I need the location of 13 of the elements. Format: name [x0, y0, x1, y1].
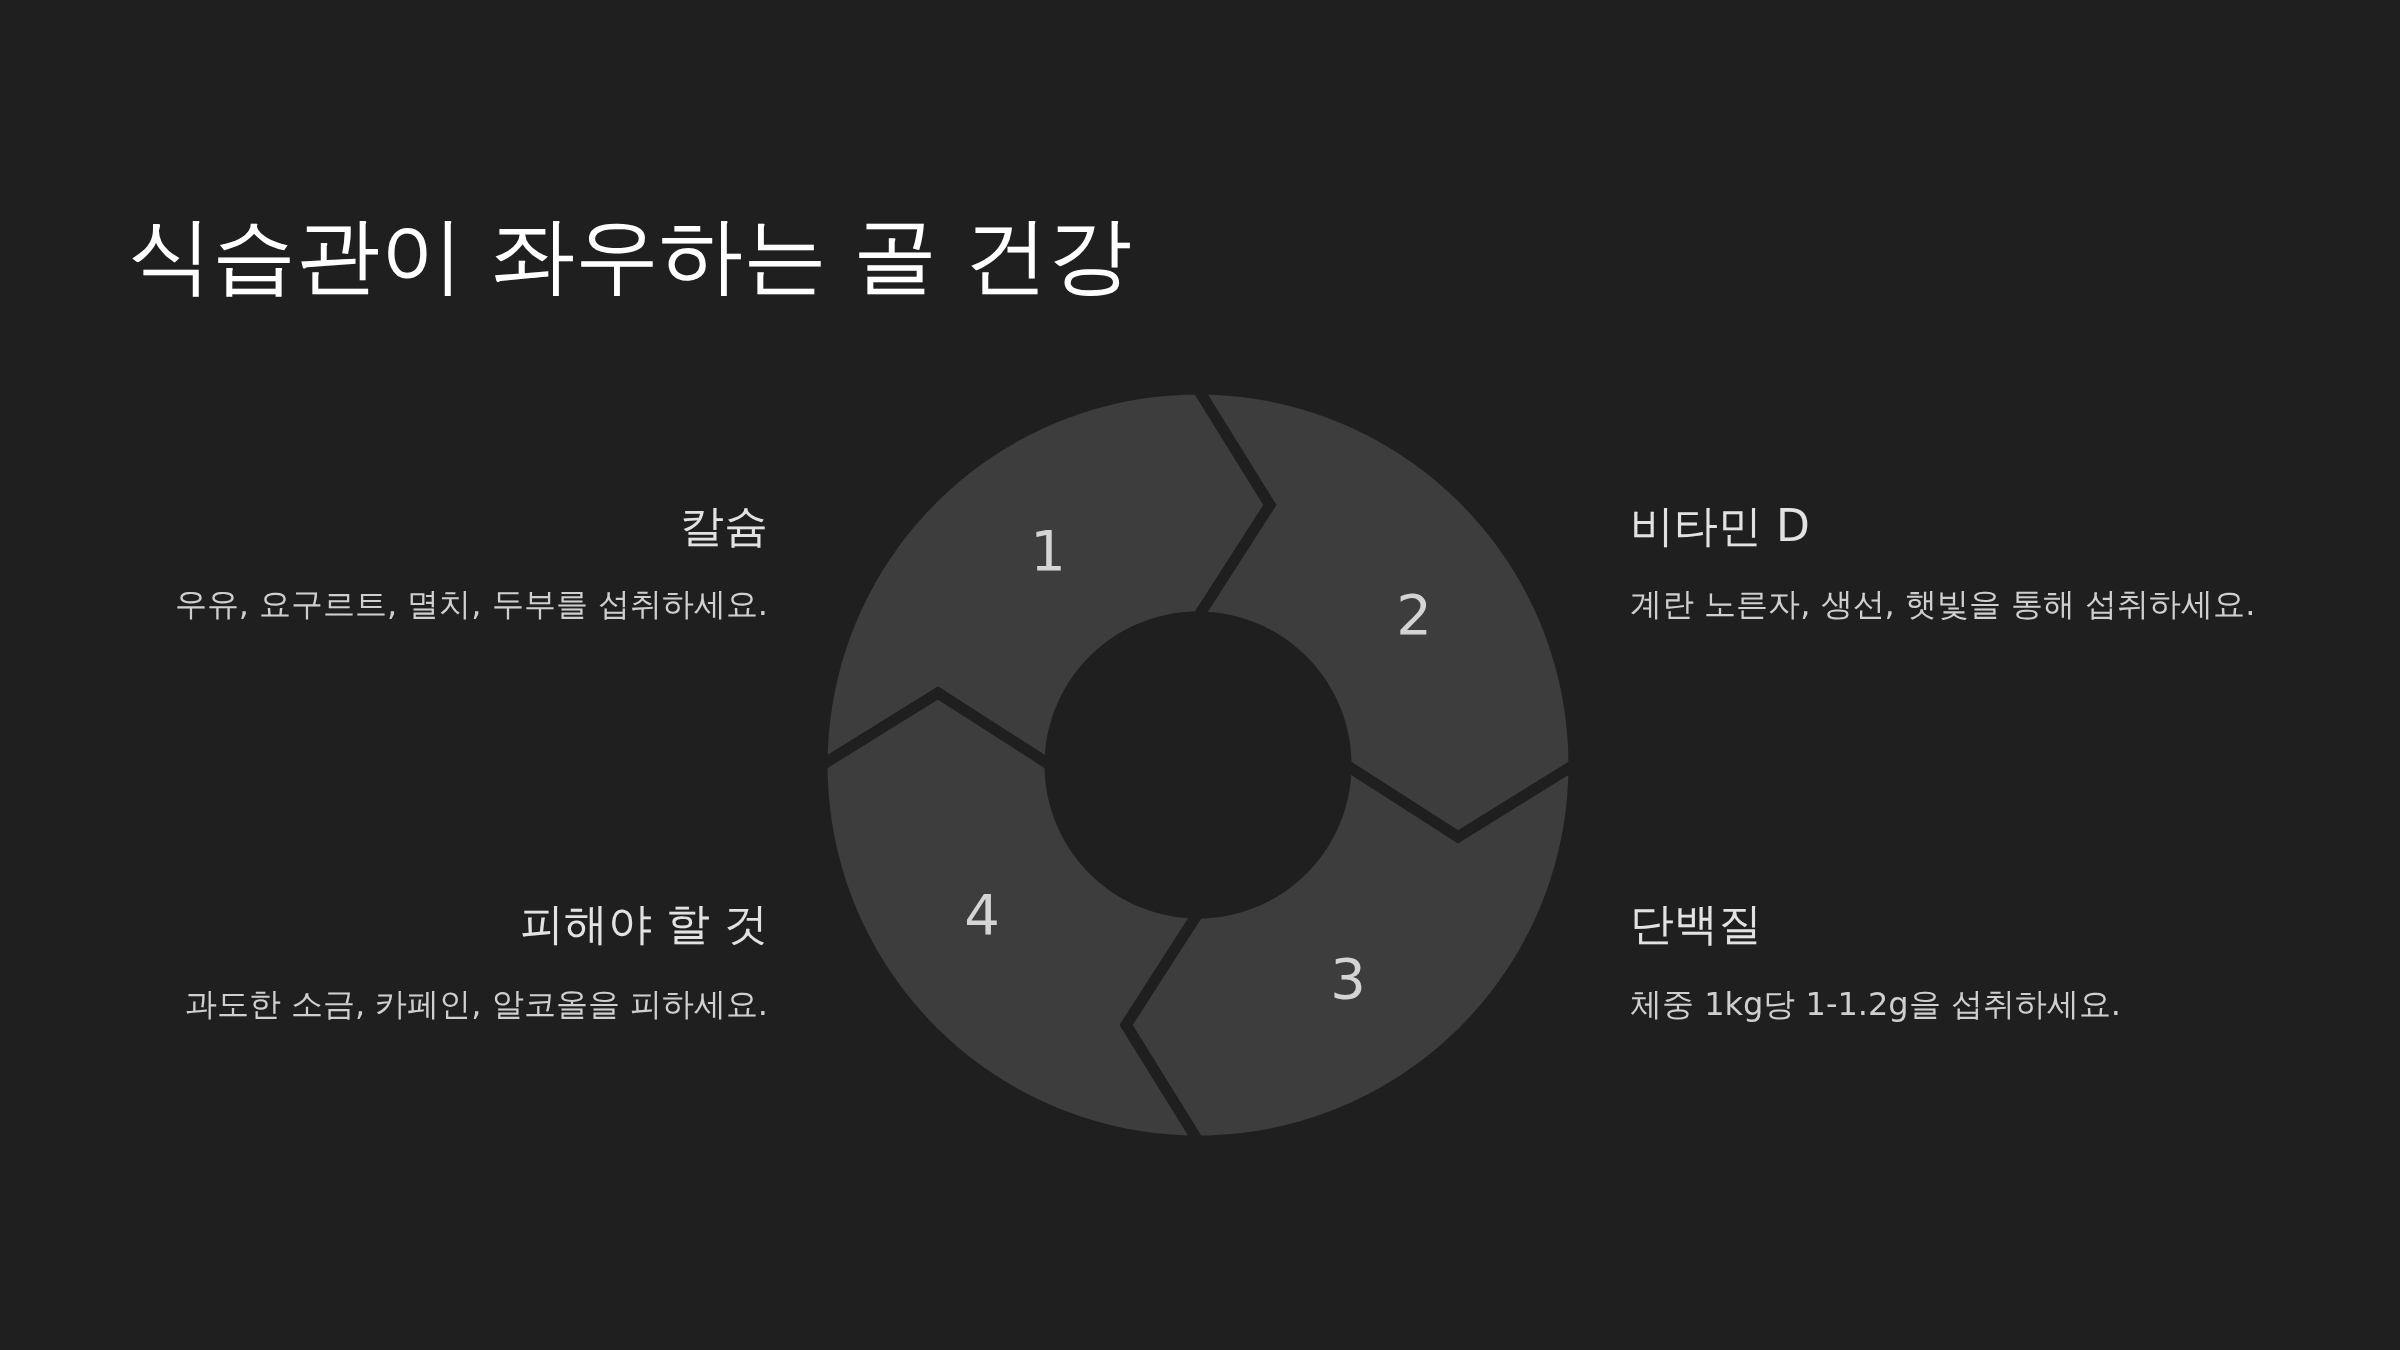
heading: 칼슘: [680, 500, 768, 553]
description: 계란 노른자, 생선, 햇빛을 통해 섭취하세요.: [1630, 585, 2256, 624]
segment-number: 2: [1396, 587, 1432, 643]
heading: 단백질: [1630, 898, 1762, 951]
description: 우유, 요구르트, 멸치, 두부를 섭취하세요.: [174, 585, 768, 624]
title: 식습관이 좌우하는 골 건강: [128, 205, 1133, 306]
segment-number: 1: [1030, 523, 1066, 579]
heading: 피해야 할 것: [520, 898, 768, 951]
heading: 비타민 D: [1630, 500, 1810, 553]
description: 체중 1kg당 1-1.2g을 섭취하세요.: [1630, 985, 2121, 1024]
segment-number: 3: [1330, 951, 1366, 1007]
description: 과도한 소금, 카페인, 알코올을 피하세요.: [184, 985, 768, 1024]
segment-number: 4: [964, 887, 1000, 943]
